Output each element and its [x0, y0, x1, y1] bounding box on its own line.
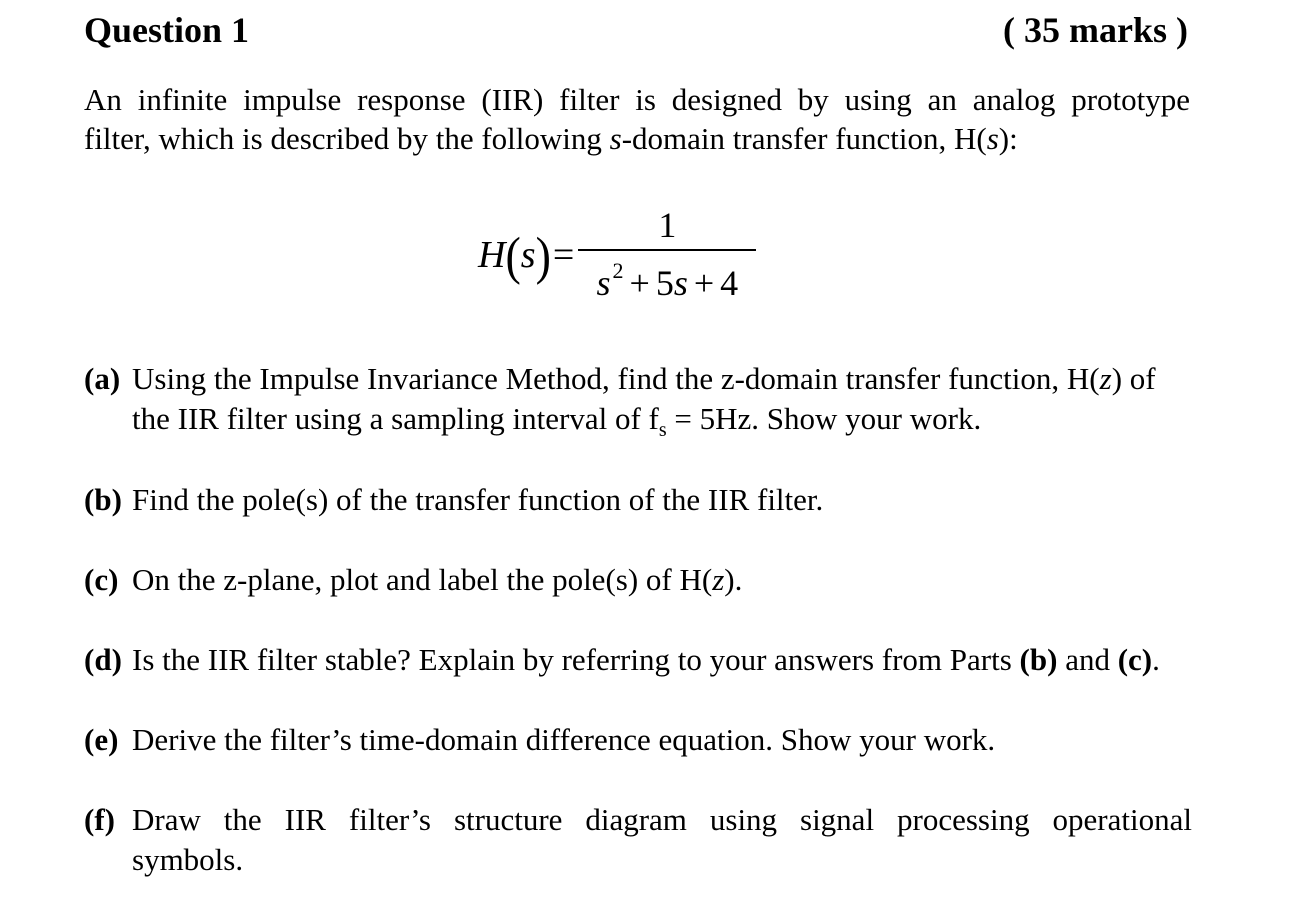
coefficient: 5 [655, 263, 674, 303]
part-text: . [1152, 642, 1160, 677]
part-label: (e) [84, 722, 119, 757]
part-text: and [1057, 642, 1118, 677]
intro-line-2: filter, which is described by the follow… [84, 121, 1018, 156]
part-e: (e) Derive the filter’s time-domain diffe… [84, 720, 1192, 760]
part-a-line-2: the IIR filter using a sampling interval… [84, 399, 1192, 450]
function-name: H [478, 234, 506, 276]
part-label: (f) [84, 802, 115, 837]
variable-z: z [712, 562, 725, 597]
constant: 4 [720, 263, 739, 303]
subscript: s [658, 419, 667, 442]
open-paren: ( [505, 225, 521, 285]
numerator: 1 [658, 205, 677, 245]
variable-z: z [1099, 361, 1112, 396]
marks-label: ( 35 marks ) [1003, 10, 1188, 50]
part-a: (a) Using the Impulse Invariance Method, … [84, 359, 1192, 450]
part-f: (f) Draw the IIR filter’s structure diag… [84, 800, 1192, 880]
variable-s: s [596, 263, 611, 303]
variable-s: s [609, 121, 622, 156]
part-text: symbols. [132, 842, 244, 877]
part-d: (d) Is the IIR filter stable? Explain by … [84, 640, 1192, 680]
variable-s: s [673, 263, 688, 303]
part-label: (c) [84, 562, 119, 597]
part-text: ). [724, 562, 743, 597]
exponent: 2 [612, 258, 624, 283]
intro-paragraph: An infinite impulse response (IIR) filte… [84, 80, 1190, 158]
intro-text: -domain transfer function, H( [621, 121, 987, 156]
variable-s: s [520, 234, 536, 276]
part-text: ) of [1111, 361, 1156, 396]
variable-s: s [986, 121, 999, 156]
part-c: (c) On the z-plane, plot and label the po… [84, 560, 1192, 600]
part-text: Is the IIR filter stable? Explain by ref… [132, 642, 1020, 677]
part-label: (b) [84, 482, 122, 517]
part-text: Draw the IIR filter’s structure diagram … [132, 802, 1192, 837]
part-label: (a) [84, 361, 121, 396]
fraction: 1 s2+5s+4 [578, 205, 757, 305]
part-text: = 5Hz. Show your work. [666, 401, 982, 436]
part-reference: (b) [1019, 642, 1058, 677]
part-reference: (c) [1117, 642, 1153, 677]
part-text: Derive the filter’s time-domain differen… [132, 722, 996, 757]
part-f-line-1: (f) Draw the IIR filter’s structure diag… [84, 800, 1192, 840]
part-text: Using the Impulse Invariance Method, fin… [132, 361, 1100, 396]
part-label: (d) [84, 642, 122, 677]
part-text: On the z-plane, plot and label the pole(… [132, 562, 713, 597]
plus-sign: + [629, 263, 650, 303]
denominator: s2+5s+4 [597, 251, 739, 305]
part-b: (b) Find the pole(s) of the transfer func… [84, 480, 1192, 520]
intro-text: filter, which is described by the follow… [84, 121, 610, 156]
equation-lhs: H ( s ) [478, 226, 551, 285]
intro-line-1: An infinite impulse response (IIR) filte… [84, 82, 1190, 117]
equals-sign: = [552, 234, 575, 276]
intro-text: ): [998, 121, 1018, 156]
close-paren: ) [535, 225, 551, 285]
fraction-bar [578, 249, 757, 251]
question-header: Question 1 ( 35 marks ) [84, 8, 1188, 52]
part-text: Find the pole(s) of the transfer functio… [132, 482, 824, 517]
part-text: the IIR filter using a sampling interval… [132, 401, 659, 436]
transfer-function-equation: H ( s ) = 1 s2+5s+4 [478, 200, 757, 310]
plus-sign: + [693, 263, 715, 303]
question-title: Question 1 [84, 10, 250, 50]
